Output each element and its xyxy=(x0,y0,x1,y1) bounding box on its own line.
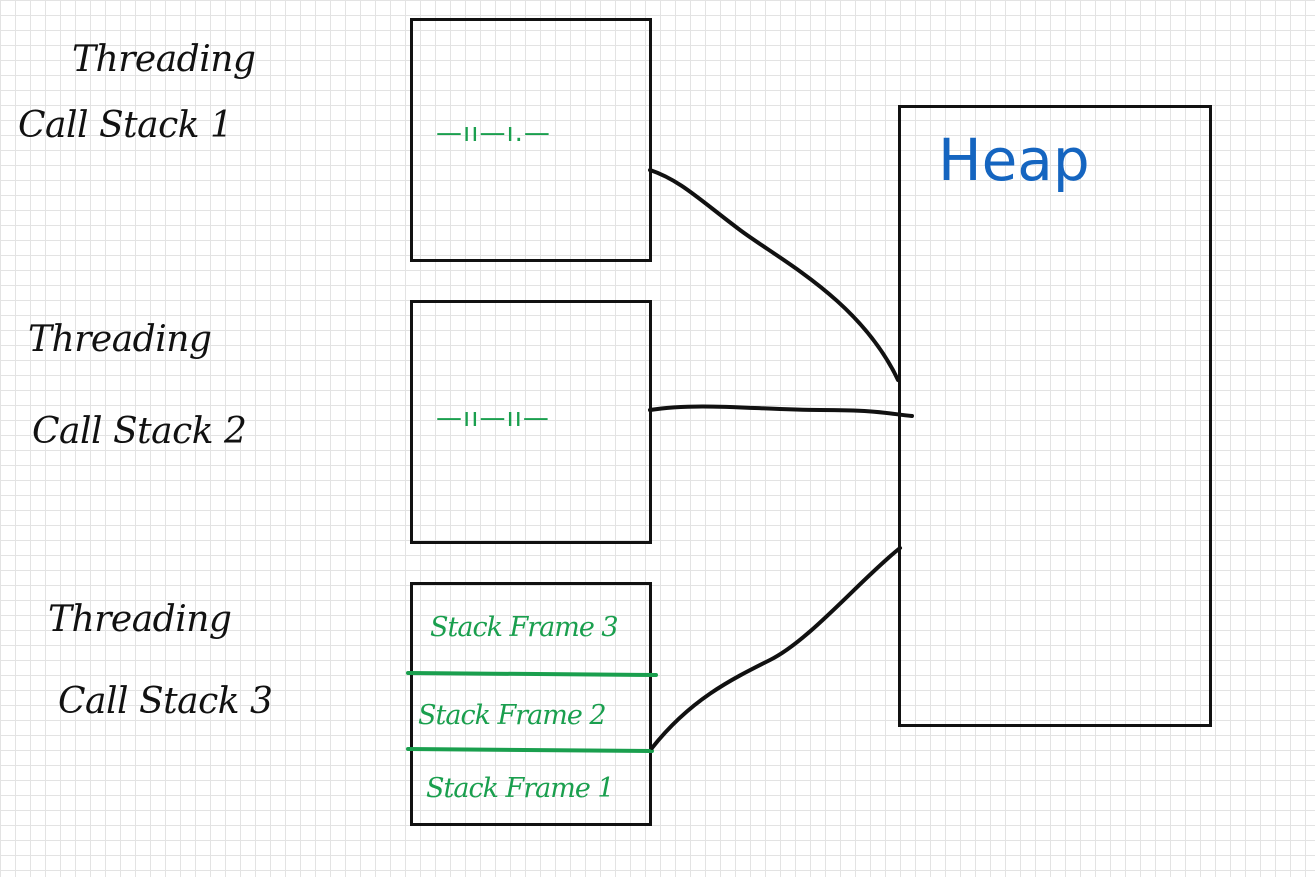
stack2-label-line2: Call Stack 2 xyxy=(32,411,247,452)
stack1-label-line2: Call Stack 1 xyxy=(18,105,233,146)
stack3-label-line1: Threading xyxy=(48,599,232,640)
connector-frame2-heap xyxy=(650,546,902,750)
call-stack-1-box xyxy=(410,18,652,262)
stack1-label-line1: Threading xyxy=(72,39,256,80)
heap-label: Heap xyxy=(938,126,1090,194)
stack3-label-line2: Call Stack 3 xyxy=(58,681,273,722)
stack-frame-1: Stack Frame 1 xyxy=(426,773,615,804)
stack2-label-line1: Threading xyxy=(28,319,212,360)
stack-frame-3: Stack Frame 3 xyxy=(430,612,619,643)
call-stack-2-box xyxy=(410,300,652,544)
call-stack-2-placeholder: —ıı—ıı— xyxy=(436,403,550,433)
connector-stack2-heap xyxy=(648,404,914,418)
heap-box xyxy=(898,105,1212,727)
stack-frame-2: Stack Frame 2 xyxy=(418,700,607,731)
connector-stack1-heap xyxy=(648,168,900,382)
call-stack-1-placeholder: —ıı—ı.— xyxy=(436,118,551,148)
